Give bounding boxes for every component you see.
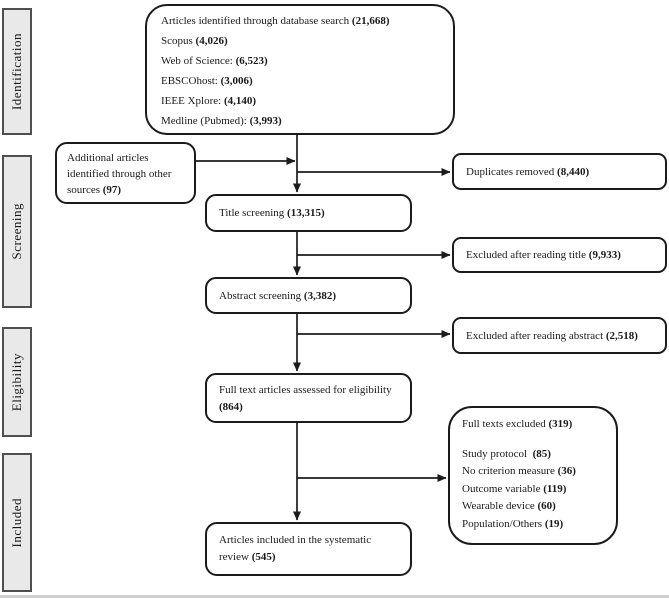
box-duplicates-removed: Duplicates removed (8,440)	[452, 153, 667, 190]
box-excluded-abstract: Excluded after reading abstract (2,518)	[452, 317, 667, 354]
stage-label-identification: Identification	[2, 8, 32, 135]
box-line: Excluded after reading title (9,933)	[466, 245, 621, 265]
box-line-label: No criterion measure	[462, 465, 558, 477]
box-line-label: Medline (Pubmed):	[161, 115, 250, 127]
box-line-value: (4,140)	[223, 95, 257, 107]
box-line: Abstract screening (3,382)	[219, 286, 336, 306]
box-line-value: (3,382)	[303, 289, 336, 302]
box-line: Study protocol (85)	[462, 446, 604, 464]
box-fulltext-assessed: Full text articles assessed for eligibil…	[205, 373, 412, 423]
box-line-value: (4,026)	[195, 35, 228, 47]
box-line-label: Excluded after reading title	[466, 249, 589, 261]
stage-label-text: Eligibility	[9, 352, 24, 412]
box-line-value: (13,315)	[287, 207, 325, 219]
box-included-review: Articles included in the systematic revi…	[205, 522, 412, 576]
box-line-value: (60)	[537, 500, 556, 512]
box-line: No criterion measure (36)	[462, 463, 604, 481]
figure-bottom-rule	[0, 595, 669, 598]
box-excluded-title: Excluded after reading title (9,933)	[452, 237, 667, 273]
box-line-value: (545)	[251, 551, 276, 563]
box-line-label: Wearable device	[462, 500, 538, 512]
box-line-label: EBSCOhost:	[161, 75, 221, 87]
box-line-label: Title screening	[219, 207, 288, 219]
box-line: Medline (Pubmed): (3,993)	[161, 111, 439, 131]
box-line-value: (85)	[532, 447, 551, 460]
box-line-value: (3,993)	[249, 115, 282, 127]
box-line-value: (19)	[544, 517, 564, 530]
box-line: EBSCOhost: (3,006)	[161, 71, 439, 91]
box-abstract-screening: Abstract screening (3,382)	[205, 277, 412, 314]
box-line-value: (319)	[548, 418, 573, 430]
box-line-value: (21,668)	[351, 15, 390, 27]
box-line-value: (8,440)	[557, 165, 590, 178]
stage-label-text: Included	[9, 497, 24, 548]
stage-label-text: Identification	[9, 32, 24, 111]
box-line-value: (36)	[557, 465, 576, 477]
box-line-label: Population/Others	[462, 517, 545, 530]
box-line-label: Full texts excluded	[462, 418, 549, 430]
box-line: Excluded after reading abstract (2,518)	[466, 326, 638, 346]
stage-label-screening: Screening	[2, 155, 32, 308]
box-line-label: Articles identified through database sea…	[161, 15, 352, 27]
box-line: Full text articles assessed for eligibil…	[219, 382, 398, 416]
stage-label-included: Included	[2, 453, 32, 592]
box-line-label: Study protocol	[462, 447, 533, 460]
box-line: Web of Science: (6,523)	[161, 51, 439, 71]
box-line-label: Excluded after reading abstract	[466, 329, 606, 342]
box-line-value: (2,518)	[605, 329, 638, 342]
box-line-value: (9,933)	[588, 249, 621, 261]
stage-label-eligibility: Eligibility	[2, 327, 32, 437]
box-line: Outcome variable (119)	[462, 481, 604, 499]
box-line-value: (97)	[102, 184, 122, 196]
box-line-label: Web of Science:	[161, 55, 236, 67]
box-database-search: Articles identified through database sea…	[145, 4, 455, 135]
box-line: Population/Others (19)	[462, 516, 604, 534]
box-line-label: Abstract screening	[219, 289, 304, 302]
box-line-value: (6,523)	[235, 55, 268, 67]
box-line	[462, 434, 604, 446]
stage-label-text: Screening	[9, 203, 24, 260]
box-title-screening: Title screening (13,315)	[205, 194, 412, 232]
box-line-label: Duplicates removed	[466, 165, 558, 178]
box-line: Full texts excluded (319)	[462, 416, 604, 434]
box-line-value: (864)	[219, 401, 243, 413]
box-line-label: Articles included in the systematic revi…	[219, 534, 372, 563]
box-fulltext-excluded: Full texts excluded (319) Study protocol …	[448, 406, 618, 545]
box-additional-sources: Additional articles identified through o…	[55, 142, 196, 204]
box-line: IEEE Xplore: (4,140)	[161, 91, 439, 111]
box-line-label: Additional articles identified through o…	[67, 152, 172, 196]
box-line: Duplicates removed (8,440)	[466, 162, 589, 182]
box-line: Title screening (13,315)	[219, 203, 325, 223]
box-line: Articles identified through database sea…	[161, 11, 439, 31]
box-line-label: IEEE Xplore:	[161, 95, 224, 107]
box-line-label: Full text articles assessed for eligibil…	[219, 384, 392, 396]
box-line: Articles included in the systematic revi…	[219, 532, 398, 566]
box-line: Wearable device (60)	[462, 498, 604, 516]
box-line-label: Scopus	[161, 35, 196, 47]
box-line-label: Outcome variable	[462, 482, 544, 495]
box-line: Additional articles identified through o…	[67, 150, 184, 198]
box-line-value: (119)	[543, 482, 567, 495]
box-line-value: (3,006)	[220, 75, 253, 87]
box-line: Scopus (4,026)	[161, 31, 439, 51]
